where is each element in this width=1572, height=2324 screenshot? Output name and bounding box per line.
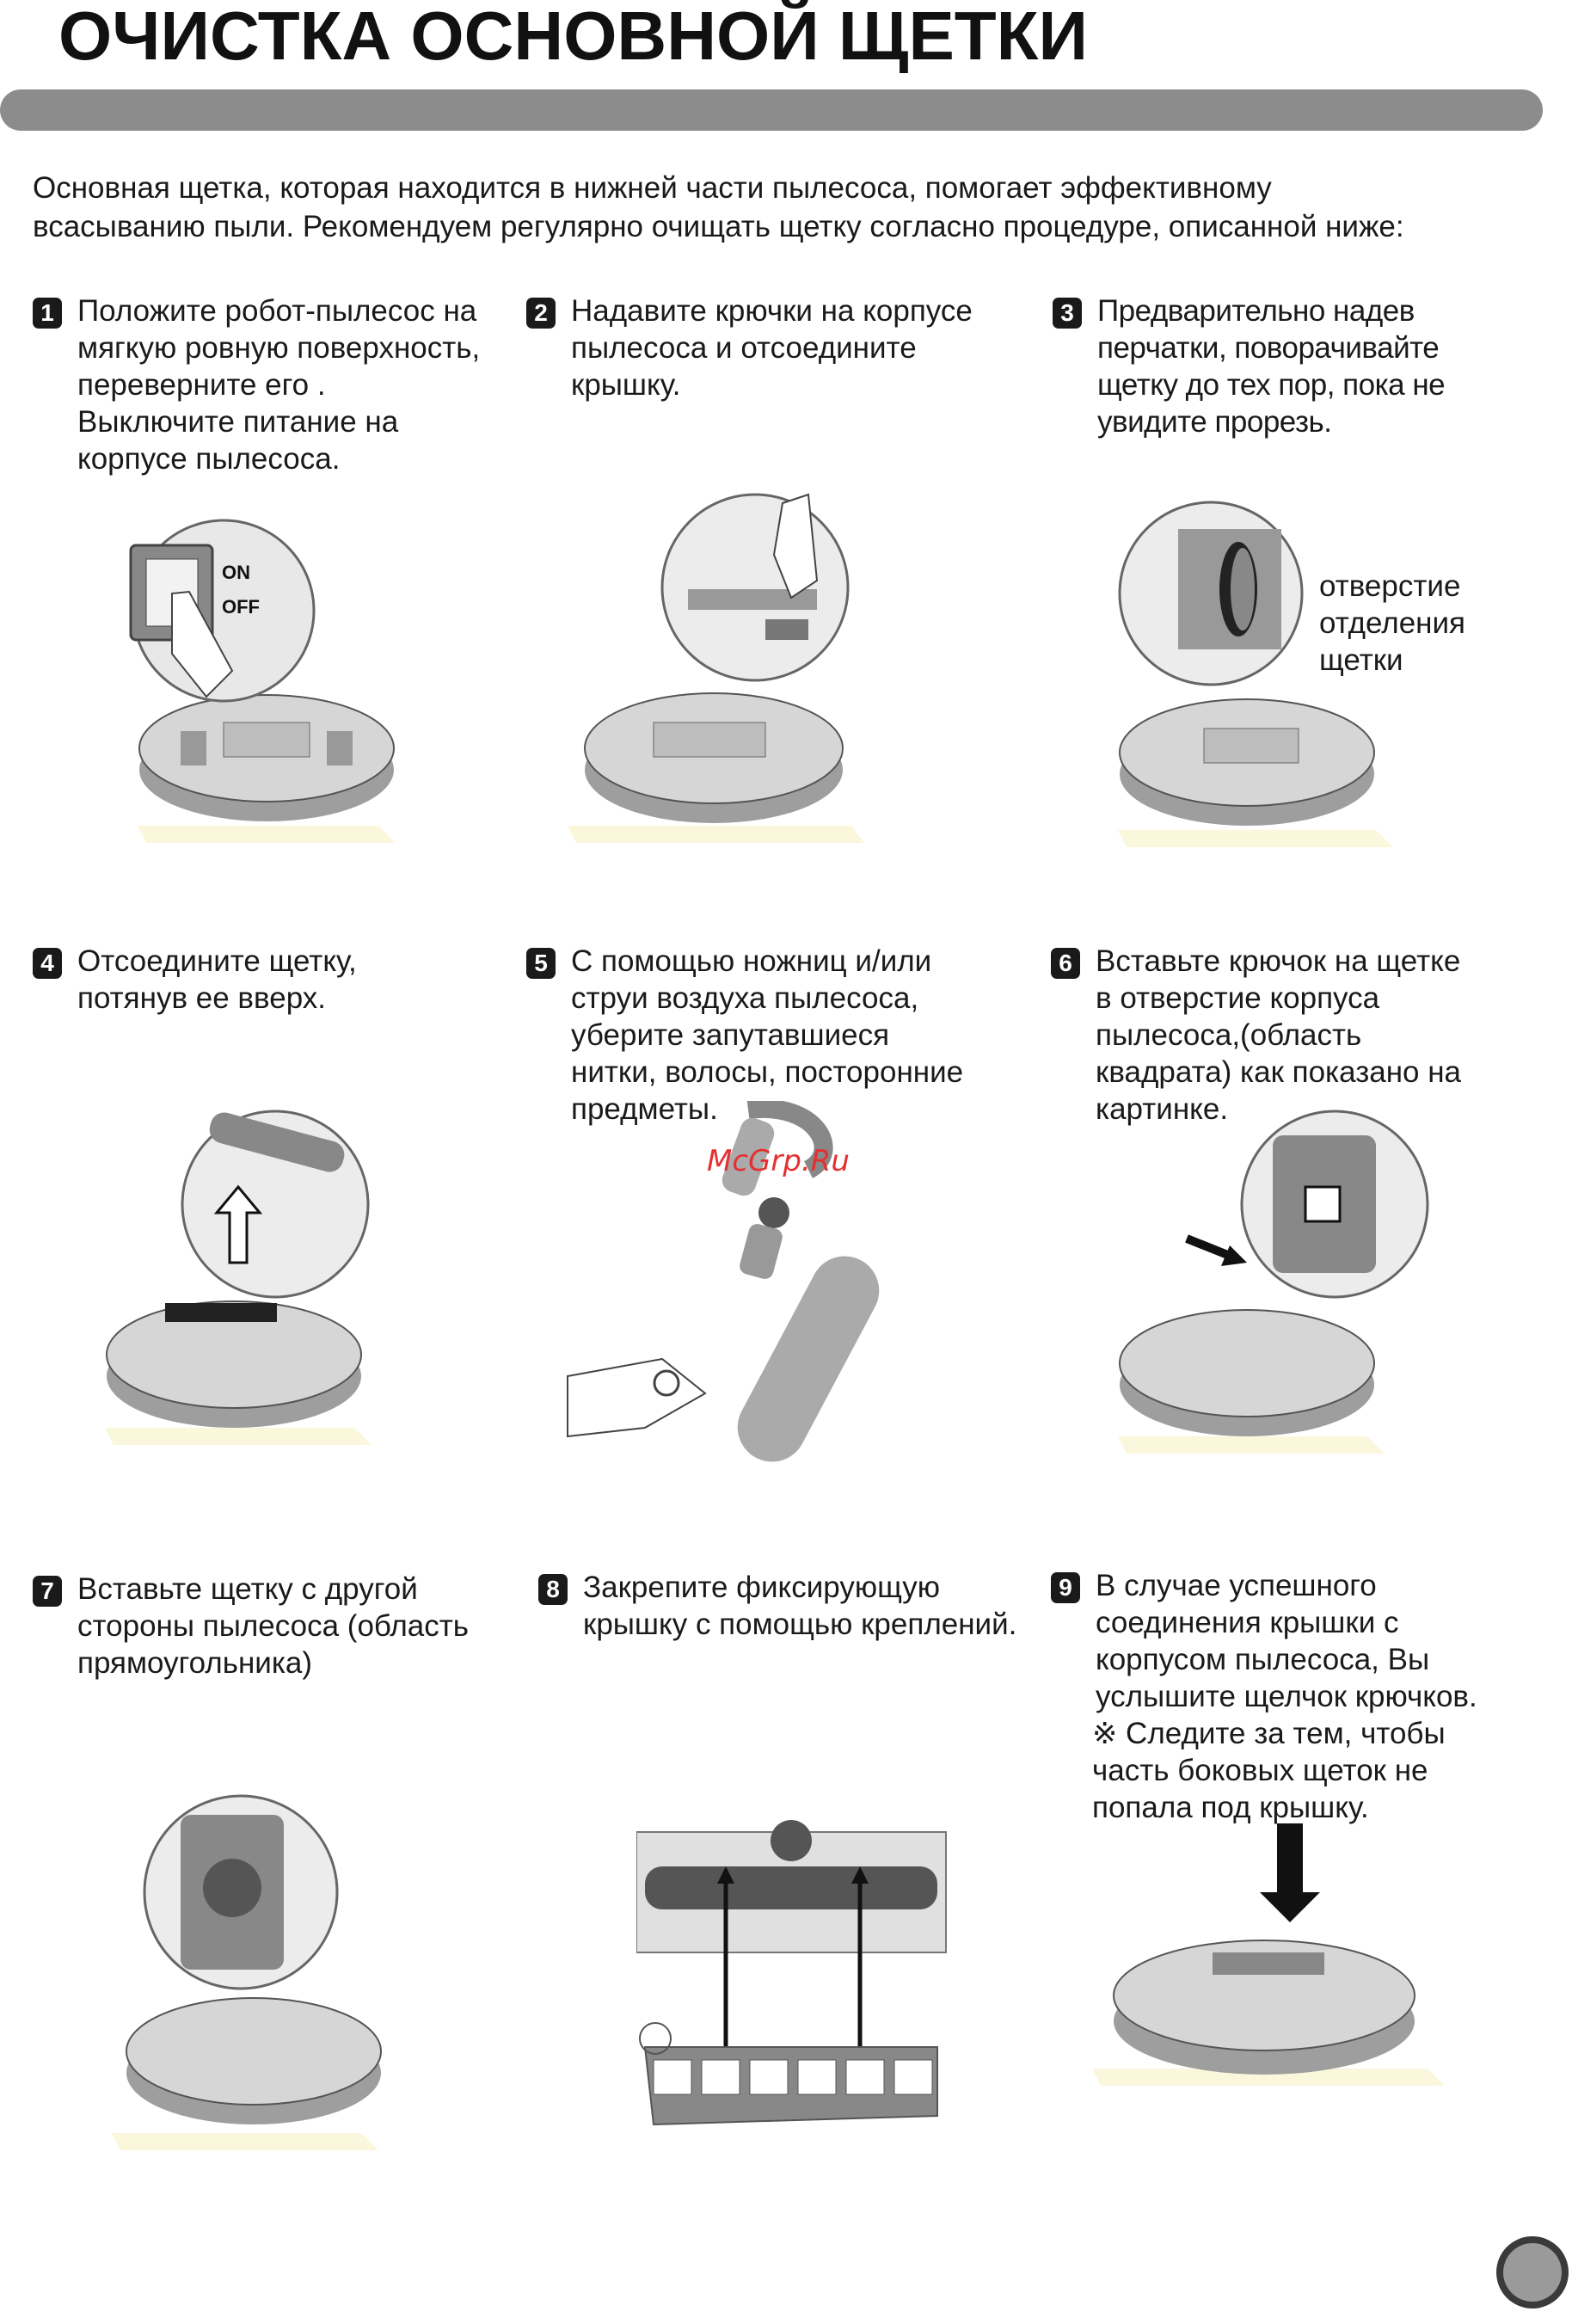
step-text: С помощью ножниц и/или струи воздуха пыл… xyxy=(571,944,964,1126)
illustration-step-7 xyxy=(112,1794,382,2150)
intro-line-2: всасыванию пыли. Рекомендуем регулярно о… xyxy=(33,210,1404,243)
brush-hole-label: отверстие отделения щетки xyxy=(1319,569,1466,677)
illustration-step-6 xyxy=(1118,1110,1429,1454)
page-number-badge xyxy=(1496,2236,1569,2309)
step-number: 1 xyxy=(33,298,62,329)
intro-line-1: Основная щетка, которая находится в нижн… xyxy=(33,171,1272,205)
page-title: ОЧИСТКА ОСНОВНОЙ ЩЕТКИ xyxy=(58,0,1088,74)
step-number: 2 xyxy=(526,298,556,329)
step-text: Предварительно надев перчатки, поворачив… xyxy=(1097,294,1446,439)
illustration-step-9 xyxy=(1092,1823,1445,2086)
step-text: В случае успешного соединения крышки с к… xyxy=(1096,1569,1477,1713)
title-underline-bar xyxy=(0,89,1543,131)
step-text: Надавите крючки на корпусе пылесоса и от… xyxy=(571,294,973,402)
step-number: 3 xyxy=(1053,298,1082,329)
intro-paragraph: Основная щетка, которая находится в нижн… xyxy=(33,169,1546,246)
step-number: 7 xyxy=(33,1576,62,1607)
step-number: 4 xyxy=(33,948,62,979)
step-number: 6 xyxy=(1051,948,1080,979)
step-number: 5 xyxy=(526,948,556,979)
step-number: 8 xyxy=(538,1574,568,1605)
step-text: Закрепите фиксирующую крышку с помощью к… xyxy=(583,1571,1017,1641)
illustration-step-8 xyxy=(636,1820,947,2126)
step-text: Положите робот-пылесос на мягкую ровную … xyxy=(77,294,481,476)
step-9-note: ※ Следите за тем, чтобы часть боковых ще… xyxy=(1092,1717,1446,1824)
watermark: McGrp.Ru xyxy=(707,1144,850,1178)
step-text: Вставьте крючок на щетке в отверстие кор… xyxy=(1096,944,1462,1126)
illustration-step-4 xyxy=(105,1110,372,1445)
switch-on-label: ON xyxy=(222,562,250,583)
step-number: 9 xyxy=(1051,1572,1080,1603)
illustration-step-5 xyxy=(567,1101,880,1462)
illustration-step-2 xyxy=(568,493,864,843)
illustration-step-3 xyxy=(1118,501,1393,847)
switch-off-label: OFF xyxy=(222,596,260,618)
step-text: Отсоедините щетку, потянув ее вверх. xyxy=(77,944,357,1015)
illustration-step-1: ON OFF xyxy=(129,519,396,843)
step-text: Вставьте щетку с другой стороны пылесоса… xyxy=(77,1572,470,1680)
